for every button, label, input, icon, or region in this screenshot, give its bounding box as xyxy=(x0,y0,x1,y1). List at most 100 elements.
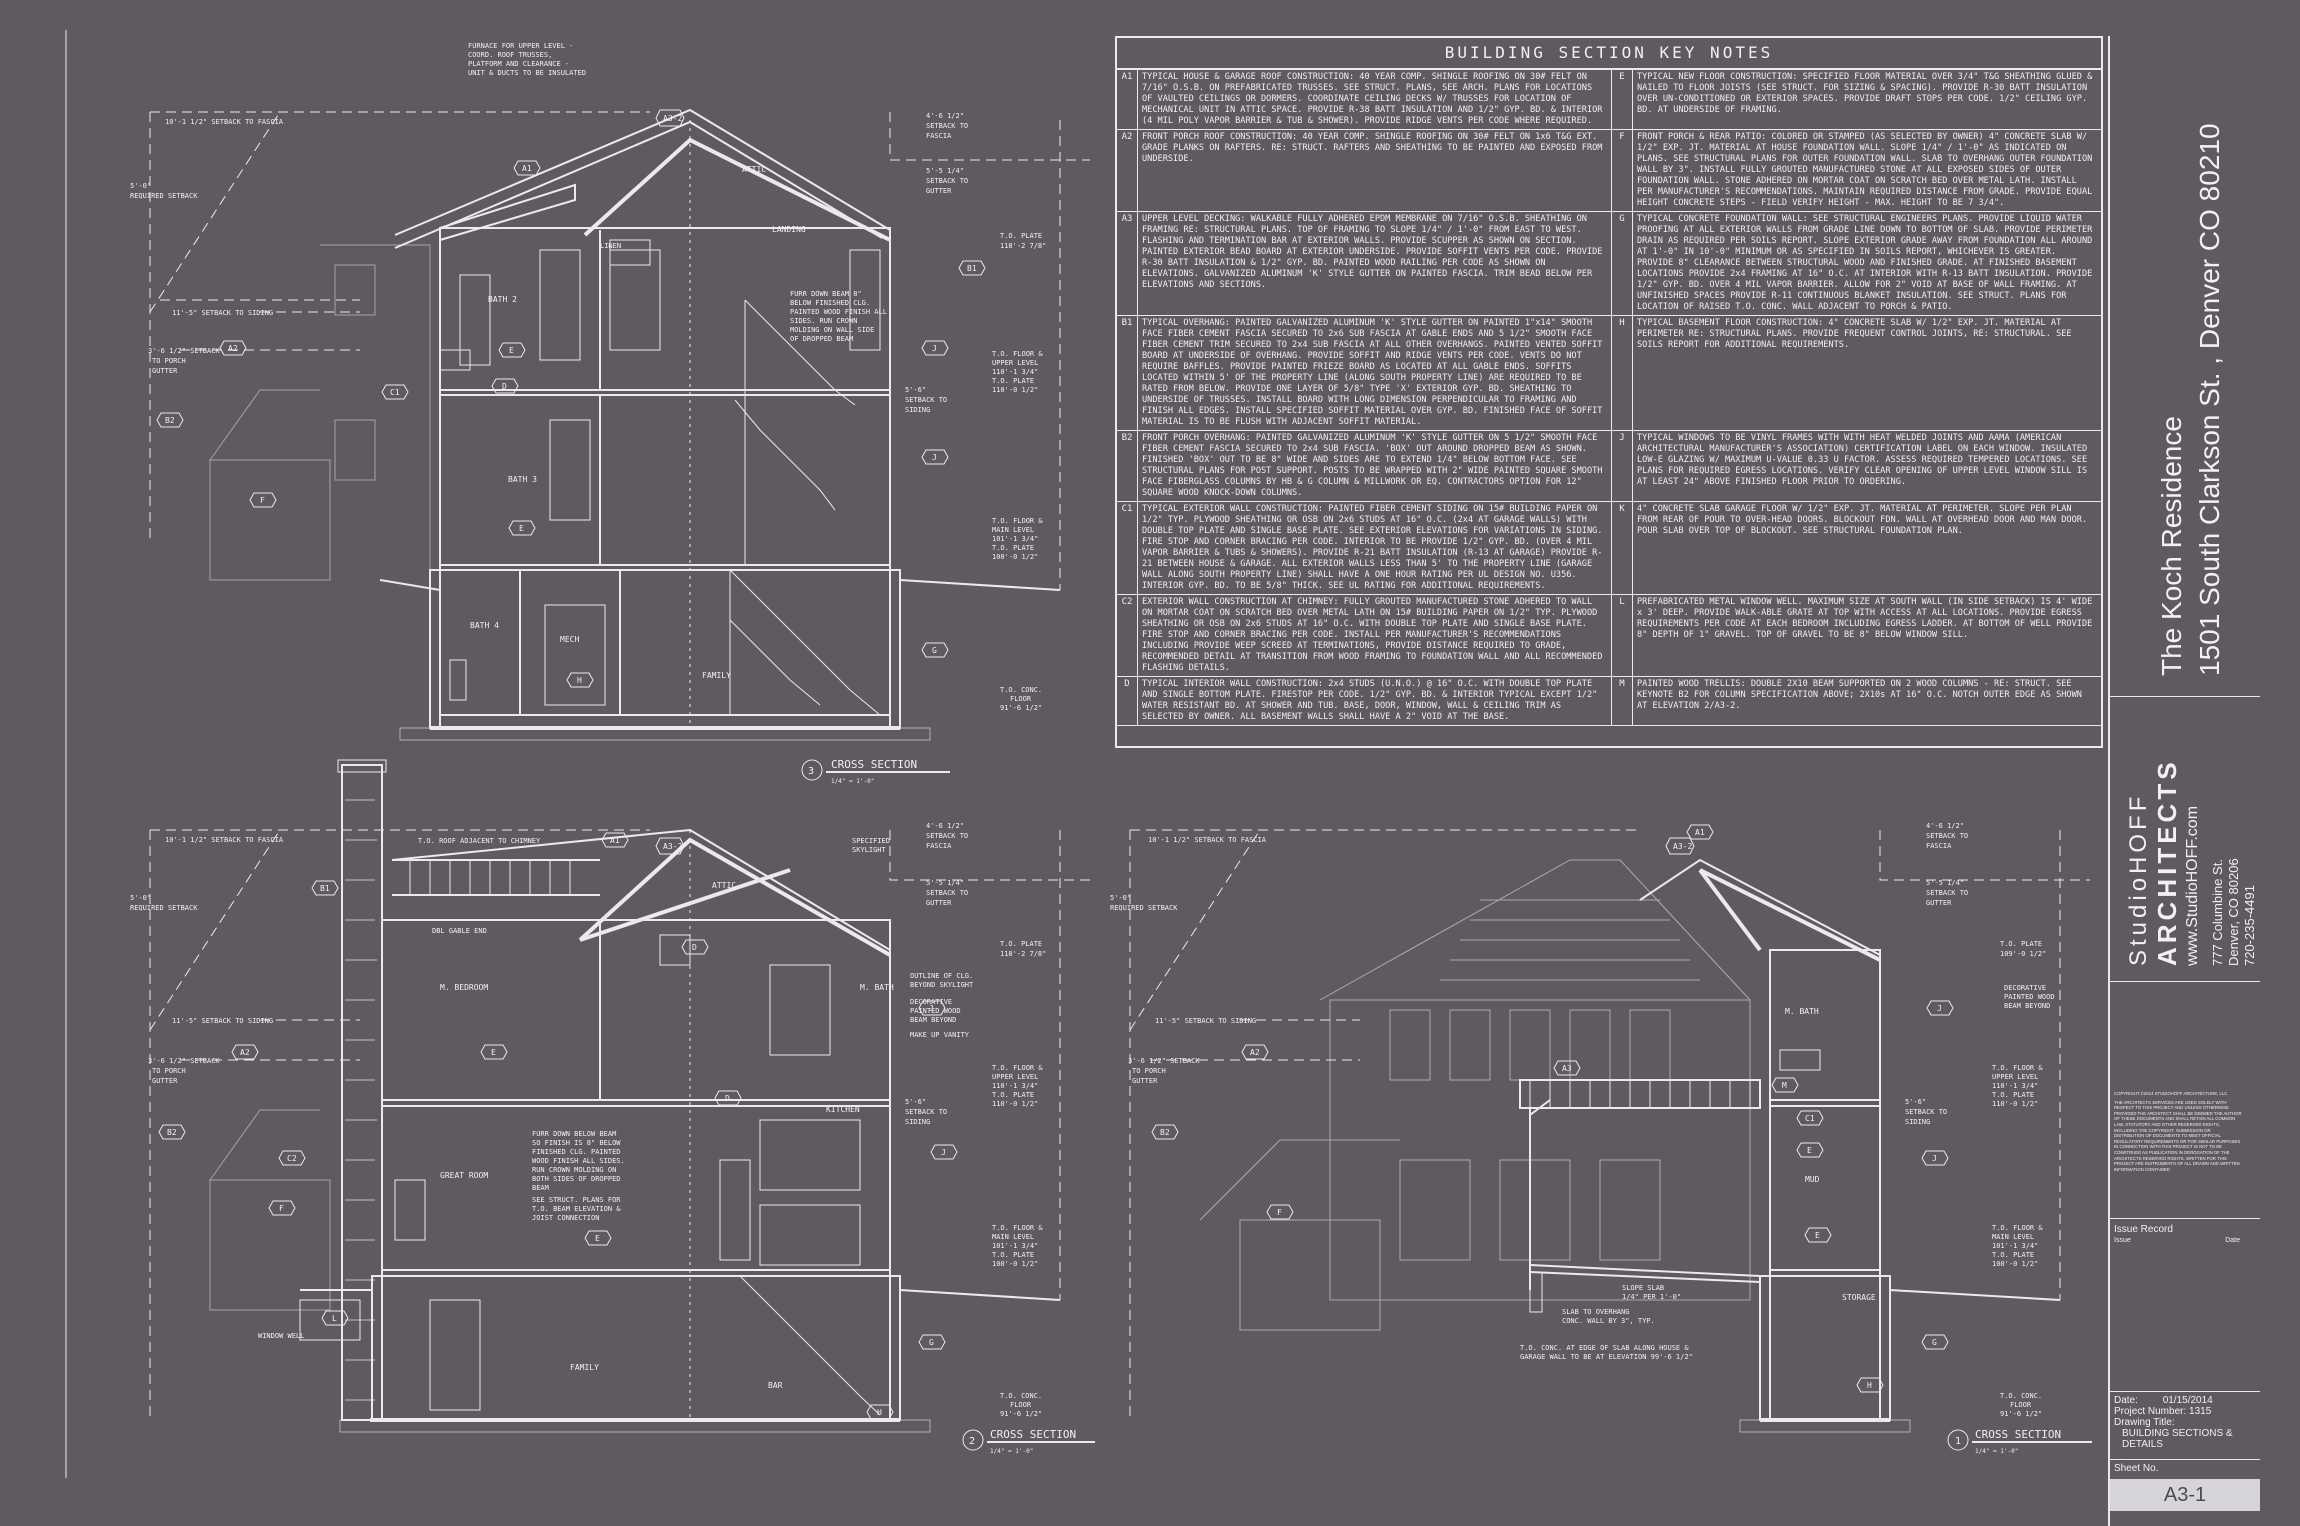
note-text: 4" CONCRETE SLAB GARAGE FLOOR W/ 1/2" EX… xyxy=(1633,502,2101,595)
copyright-block: COPYRIGHT ©2014 STUDIOHOFF ARCHITECTURE,… xyxy=(2114,1091,2242,1172)
drawing-title-label: Drawing Title: xyxy=(2114,1417,2175,1428)
svg-text:5'-5 1/4": 5'-5 1/4" xyxy=(926,879,964,887)
note-text: FRONT PORCH & REAR PATIO: COLORED OR STA… xyxy=(1633,130,2101,212)
note-key: C1 xyxy=(1117,502,1138,595)
svg-text:B1: B1 xyxy=(320,884,330,893)
svg-text:110'-1 3/4": 110'-1 3/4" xyxy=(992,1082,1038,1090)
svg-text:91'-6 1/2": 91'-6 1/2" xyxy=(1000,1410,1042,1418)
svg-text:11'-5" SETBACK TO SIDING: 11'-5" SETBACK TO SIDING xyxy=(1155,1017,1256,1025)
issue-record-title: Issue Record xyxy=(2114,1224,2173,1235)
room-kitchen: KITCHEN xyxy=(826,1105,860,1114)
svg-text:101'-1 3/4": 101'-1 3/4" xyxy=(992,1242,1038,1250)
svg-text:SETBACK TO: SETBACK TO xyxy=(905,1108,947,1116)
anno-gable: DBL GABLE END xyxy=(432,927,487,935)
section-2-title-text: CROSS SECTION xyxy=(990,1428,1076,1441)
note-key: J xyxy=(1612,431,1633,502)
svg-text:5'-6": 5'-6" xyxy=(905,386,926,394)
svg-text:110'-0 1/2": 110'-0 1/2" xyxy=(992,386,1038,394)
svg-text:T.O. PLATE: T.O. PLATE xyxy=(1000,940,1042,948)
svg-text:SKYLIGHT: SKYLIGHT xyxy=(852,846,887,854)
svg-text:3'-6 1/2" SETBACK: 3'-6 1/2" SETBACK xyxy=(148,347,220,355)
svg-text:A2: A2 xyxy=(1250,1048,1260,1057)
svg-text:UPPER LEVEL: UPPER LEVEL xyxy=(1992,1073,2038,1081)
svg-text:1/4" = 1'-0": 1/4" = 1'-0" xyxy=(831,778,874,785)
svg-text:T.O. FLOOR &: T.O. FLOOR & xyxy=(1992,1224,2043,1232)
svg-text:OF DROPPED BEAM: OF DROPPED BEAM xyxy=(790,335,853,343)
svg-text:TO PORCH: TO PORCH xyxy=(152,1067,186,1075)
note-text: FRONT PORCH ROOF CONSTRUCTION: 40 YEAR C… xyxy=(1138,130,1612,212)
anno-window-well: WINDOW WELL xyxy=(258,1332,304,1340)
svg-text:100'-0 1/2": 100'-0 1/2" xyxy=(1992,1260,2038,1268)
note-text: TYPICAL WINDOWS TO BE VINYL FRAMES WITH … xyxy=(1633,431,2101,502)
svg-text:MAIN LEVEL: MAIN LEVEL xyxy=(992,1233,1034,1241)
room-linen: LINEN xyxy=(600,242,621,250)
svg-text:UPPER LEVEL: UPPER LEVEL xyxy=(992,1073,1038,1081)
svg-text:3: 3 xyxy=(808,766,814,777)
note-key: H xyxy=(1612,316,1633,431)
svg-text:REQUIRED SETBACK: REQUIRED SETBACK xyxy=(130,192,198,200)
svg-text:TO PORCH: TO PORCH xyxy=(152,357,186,365)
svg-text:GUTTER: GUTTER xyxy=(1926,899,1952,907)
svg-text:D: D xyxy=(725,1094,730,1103)
svg-text:5'-6": 5'-6" xyxy=(1905,1098,1926,1106)
sheet-date: 01/15/2014 xyxy=(2162,1395,2213,1406)
room-family-2: FAMILY xyxy=(570,1363,599,1372)
svg-text:FASCIA: FASCIA xyxy=(926,842,952,850)
svg-text:110'-0 1/2": 110'-0 1/2" xyxy=(1992,1100,2038,1108)
svg-text:11'-5" SETBACK TO SIDING: 11'-5" SETBACK TO SIDING xyxy=(172,1017,273,1025)
project-name: The Koch Residence xyxy=(2156,416,2187,676)
svg-text:DECORATIVE: DECORATIVE xyxy=(910,998,952,1006)
svg-text:GUTTER: GUTTER xyxy=(152,367,178,375)
svg-text:91'-6 1/2": 91'-6 1/2" xyxy=(1000,704,1042,712)
svg-text:B2: B2 xyxy=(1160,1128,1170,1137)
svg-text:1/4" = 1'-0": 1/4" = 1'-0" xyxy=(1975,1448,2018,1455)
section-1-title-text: CROSS SECTION xyxy=(1975,1428,2061,1441)
svg-text:JOIST CONNECTION: JOIST CONNECTION xyxy=(532,1214,599,1222)
svg-text:T.O. CONC.: T.O. CONC. xyxy=(1000,686,1042,694)
svg-text:MAIN LEVEL: MAIN LEVEL xyxy=(992,526,1034,534)
svg-text:BEAM BEYOND: BEAM BEYOND xyxy=(2004,1002,2050,1010)
svg-text:SETBACK TO: SETBACK TO xyxy=(1926,832,1968,840)
section-2-drawing xyxy=(149,759,1090,1433)
svg-text:118'-2 7/8": 118'-2 7/8" xyxy=(1000,950,1046,958)
svg-text:UPPER LEVEL: UPPER LEVEL xyxy=(992,359,1038,367)
svg-text:110'-1 3/4": 110'-1 3/4" xyxy=(992,368,1038,376)
issue-record: Issue Record Issue Date xyxy=(2114,1224,2254,1244)
svg-text:PAINTED WOOD: PAINTED WOOD xyxy=(910,1007,961,1015)
svg-text:H: H xyxy=(577,676,582,685)
sheet-number-box: Sheet No. A3-1 xyxy=(2110,1460,2260,1520)
svg-text:WOOD FINISH ALL SIDES.: WOOD FINISH ALL SIDES. xyxy=(532,1157,625,1165)
svg-text:F: F xyxy=(260,496,265,505)
svg-text:E: E xyxy=(1815,1231,1820,1240)
note-text: TYPICAL INTERIOR WALL CONSTRUCTION: 2x4 … xyxy=(1138,677,1612,726)
svg-text:SLAB TO OVERHANG: SLAB TO OVERHANG xyxy=(1562,1308,1629,1316)
room-attic-2: ATTIC xyxy=(712,881,736,890)
svg-text:A2: A2 xyxy=(228,344,238,353)
svg-text:BOTH SIDES OF DROPPED: BOTH SIDES OF DROPPED xyxy=(532,1175,621,1183)
issue-col-date: Date xyxy=(2225,1237,2240,1244)
svg-text:91'-6 1/2": 91'-6 1/2" xyxy=(2000,1410,2042,1418)
note-key: K xyxy=(1612,502,1633,595)
svg-text:1: 1 xyxy=(1955,1436,1961,1447)
svg-text:3'-6 1/2" SETBACK: 3'-6 1/2" SETBACK xyxy=(148,1057,220,1065)
room-mud: MUD xyxy=(1805,1175,1820,1184)
svg-text:H: H xyxy=(1867,1381,1872,1390)
room-great-room: GREAT ROOM xyxy=(440,1171,488,1180)
note-key: A2 xyxy=(1117,130,1138,212)
room-family: FAMILY xyxy=(702,671,731,680)
svg-text:PAINTED WOOD FINISH ALL: PAINTED WOOD FINISH ALL xyxy=(790,308,887,316)
svg-text:DECORATIVE: DECORATIVE xyxy=(2004,984,2046,992)
svg-text:L: L xyxy=(332,1314,337,1323)
note-key: B2 xyxy=(1117,431,1138,502)
note-key: A1 xyxy=(1117,70,1138,130)
svg-text:SIDES. RUN CROWN: SIDES. RUN CROWN xyxy=(790,317,857,325)
note-key: L xyxy=(1612,595,1633,677)
svg-text:10'-1 1/2" SETBACK TO FASCIA: 10'-1 1/2" SETBACK TO FASCIA xyxy=(1148,836,1267,844)
section-3-title: 3 CROSS SECTION 1/4" = 1'-0" xyxy=(801,758,950,785)
svg-text:PAINTED WOOD: PAINTED WOOD xyxy=(2004,993,2055,1001)
svg-text:F: F xyxy=(279,1204,284,1213)
room-landing: LANDING xyxy=(772,225,806,234)
svg-text:4'-6 1/2": 4'-6 1/2" xyxy=(1926,822,1964,830)
svg-text:T.O. FLOOR &: T.O. FLOOR & xyxy=(992,350,1043,358)
